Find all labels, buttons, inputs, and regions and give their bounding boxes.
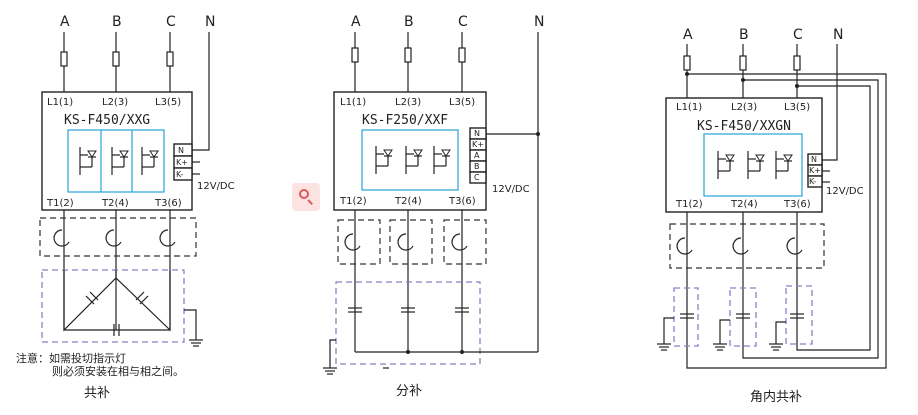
fuse-a: [683, 55, 691, 71]
thyristor-group: [361, 129, 459, 191]
terminal-t2: T2(4): [394, 196, 422, 207]
note-line-1: 注意：如需投切指示灯: [16, 351, 126, 365]
terminal-l1: L1(1): [676, 102, 702, 113]
capacitor-bank: [335, 281, 481, 365]
model-label: KS-F250/XXF: [362, 113, 448, 128]
terminal-l1: L1(1): [47, 97, 73, 108]
phase-b-label: B: [112, 14, 122, 30]
fuse-c: [458, 47, 466, 63]
terminal-l3: L3(5): [155, 97, 181, 108]
phase-b-label: B: [404, 14, 414, 30]
terminal-t1: T1(2): [339, 196, 367, 207]
voltage-label: 12V/DC: [197, 181, 235, 192]
capacitor-c: [785, 285, 813, 345]
pin-b: B: [474, 162, 480, 171]
phase-a-label: A: [60, 14, 70, 30]
ct-frame-a: [337, 219, 381, 265]
phase-b-label: B: [739, 27, 749, 43]
ct-frame: [39, 217, 197, 257]
capacitor-b: [729, 287, 757, 347]
fuse-c: [166, 51, 174, 67]
switch-module: [665, 97, 823, 213]
pin-kplus: K+: [176, 158, 188, 167]
terminal-t1: T1(2): [675, 199, 703, 210]
pin-n: N: [811, 155, 817, 164]
search-icon[interactable]: [292, 183, 320, 211]
model-label: KS-F450/XXG: [64, 113, 150, 128]
terminal-t1: T1(2): [46, 198, 74, 209]
switch-module: [41, 91, 193, 211]
phase-n-label: N: [833, 27, 843, 43]
phase-c-label: C: [166, 14, 176, 30]
fuse-a: [351, 47, 359, 63]
fuse-b: [112, 51, 120, 67]
terminal-l2: L2(3): [395, 97, 421, 108]
terminal-l2: L2(3): [102, 97, 128, 108]
caption-1: 共补: [84, 386, 110, 401]
switch-module: [333, 91, 487, 211]
pin-kplus: K+: [472, 140, 484, 149]
phase-a-label: A: [351, 14, 361, 30]
terminal-l1: L1(1): [340, 97, 366, 108]
search-icon-lens: [299, 189, 309, 199]
phase-n-label: N: [534, 14, 544, 30]
terminal-t2: T2(4): [101, 198, 129, 209]
ct-frame-b: [389, 219, 433, 265]
phase-a-label: A: [683, 27, 693, 43]
thyristor-group: [67, 129, 165, 193]
phase-c-label: C: [458, 14, 468, 30]
model-label: KS-F450/XXGN: [697, 119, 791, 134]
caption-2: 分补: [396, 384, 422, 399]
fuse-c: [793, 55, 801, 71]
pin-kplus: K+: [809, 166, 821, 175]
voltage-label: 12V/DC: [492, 184, 530, 195]
ct-frame: [669, 223, 825, 269]
note-line-2: 则必须安装在相与相之间。: [52, 364, 184, 378]
thyristor-group: [703, 133, 803, 197]
fuse-b: [404, 47, 412, 63]
voltage-label: 12V/DC: [826, 186, 864, 197]
capacitor-bank: [41, 269, 185, 343]
diagram-shared-compensation: A B C N L1(1) L2(3) L3(5) KS-F450/XXG T1…: [16, 14, 235, 401]
caption-3: 角内共补: [750, 389, 802, 405]
pin-n: N: [474, 129, 480, 138]
fuse-b: [739, 55, 747, 71]
terminal-t3: T3(6): [154, 198, 182, 209]
phase-n-label: N: [205, 14, 215, 30]
ct-frame-c: [443, 219, 487, 265]
phase-c-label: C: [793, 27, 803, 43]
pin-c: C: [474, 173, 480, 182]
terminal-t3: T3(6): [783, 199, 811, 210]
terminal-l2: L2(3): [731, 102, 757, 113]
terminal-l3: L3(5): [784, 102, 810, 113]
terminal-t2: T2(4): [730, 199, 758, 210]
capacitor-a: [673, 287, 699, 347]
pin-kminus: K-: [176, 170, 183, 179]
pin-a: A: [474, 151, 480, 160]
search-icon-handle: [307, 199, 313, 205]
pin-kminus: K-: [809, 177, 816, 186]
fuse-a: [60, 51, 68, 67]
terminal-t3: T3(6): [448, 196, 476, 207]
diagram-split-compensation: A B C N L1(1) L2(3) L3(5) KS-F250/XXF T1…: [322, 14, 544, 399]
diagram-delta-internal-compensation: A B C N L1(1) L2(3) L3(5) KS-F450/XXGN T…: [656, 27, 887, 405]
pin-n: N: [178, 146, 184, 155]
terminal-l3: L3(5): [449, 97, 475, 108]
